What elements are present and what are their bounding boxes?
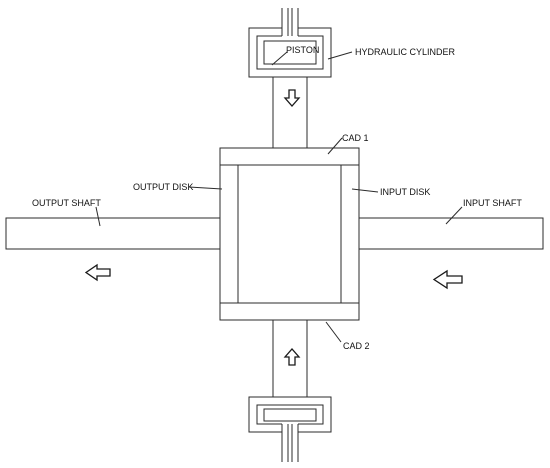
output-shaft-label: OUTPUT SHAFT	[32, 198, 101, 208]
piston-label: PISTON	[286, 45, 319, 55]
cad-1-label: CAD 1	[342, 133, 369, 143]
top-connecting-rod	[272, 76, 308, 149]
input-shaft-leader	[445, 206, 463, 225]
hydraulic-cylinder-bottom	[248, 396, 332, 462]
hydraulic-cylinder-leader	[327, 51, 353, 60]
hydraulic-cylinder-top	[248, 8, 332, 78]
cad-2-label: CAD 2	[343, 341, 370, 351]
housing-body	[219, 147, 360, 321]
piston-bottom	[263, 408, 317, 422]
input-disk-label: INPUT DISK	[380, 187, 430, 197]
cad-1-disk	[219, 147, 360, 166]
piston-leader	[271, 51, 288, 66]
input-shaft-arrow	[432, 269, 463, 290]
input-shaft	[358, 217, 544, 250]
cylinder-bottom-inner-wall	[256, 404, 324, 425]
hydraulic-cylinder-label: HYDRAULIC CYLINDER	[355, 47, 456, 57]
output-disk-label: OUTPUT DISK	[133, 182, 193, 192]
cad-2-leader	[325, 321, 342, 343]
input-shaft-label: INPUT SHAFT	[463, 198, 522, 208]
cylinder-top-outer-wall	[248, 27, 332, 78]
cylinder-top-inner-wall	[256, 35, 324, 70]
piston-push-arrow-bottom	[283, 348, 301, 366]
output-shaft-leader	[95, 206, 101, 227]
cad-1-leader	[327, 137, 343, 155]
input-disk-leader	[351, 188, 379, 193]
piston-top	[263, 40, 317, 65]
output-disk-leader	[188, 186, 223, 190]
central-housing	[219, 147, 360, 321]
output-shaft-arrow	[84, 263, 111, 282]
piston-push-arrow-top	[283, 89, 301, 107]
cylinder-bottom-outer-wall	[248, 396, 332, 433]
output-shaft	[5, 217, 221, 250]
cad-2-disk	[219, 302, 360, 321]
